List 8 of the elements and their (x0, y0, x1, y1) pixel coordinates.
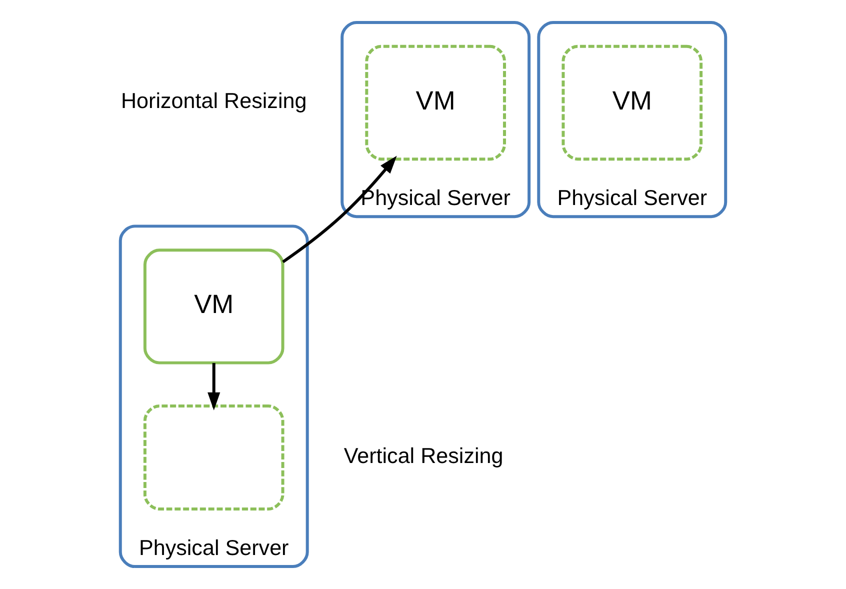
arrow (282, 156, 397, 264)
node-box: VM (365, 44, 506, 161)
node-box: VM (143, 248, 284, 364)
node-box (143, 404, 284, 511)
arrow (208, 363, 220, 410)
node-box: VM (562, 44, 703, 161)
label: Horizontal Resizing (120, 88, 307, 114)
label: Vertical Resizing (344, 442, 504, 468)
